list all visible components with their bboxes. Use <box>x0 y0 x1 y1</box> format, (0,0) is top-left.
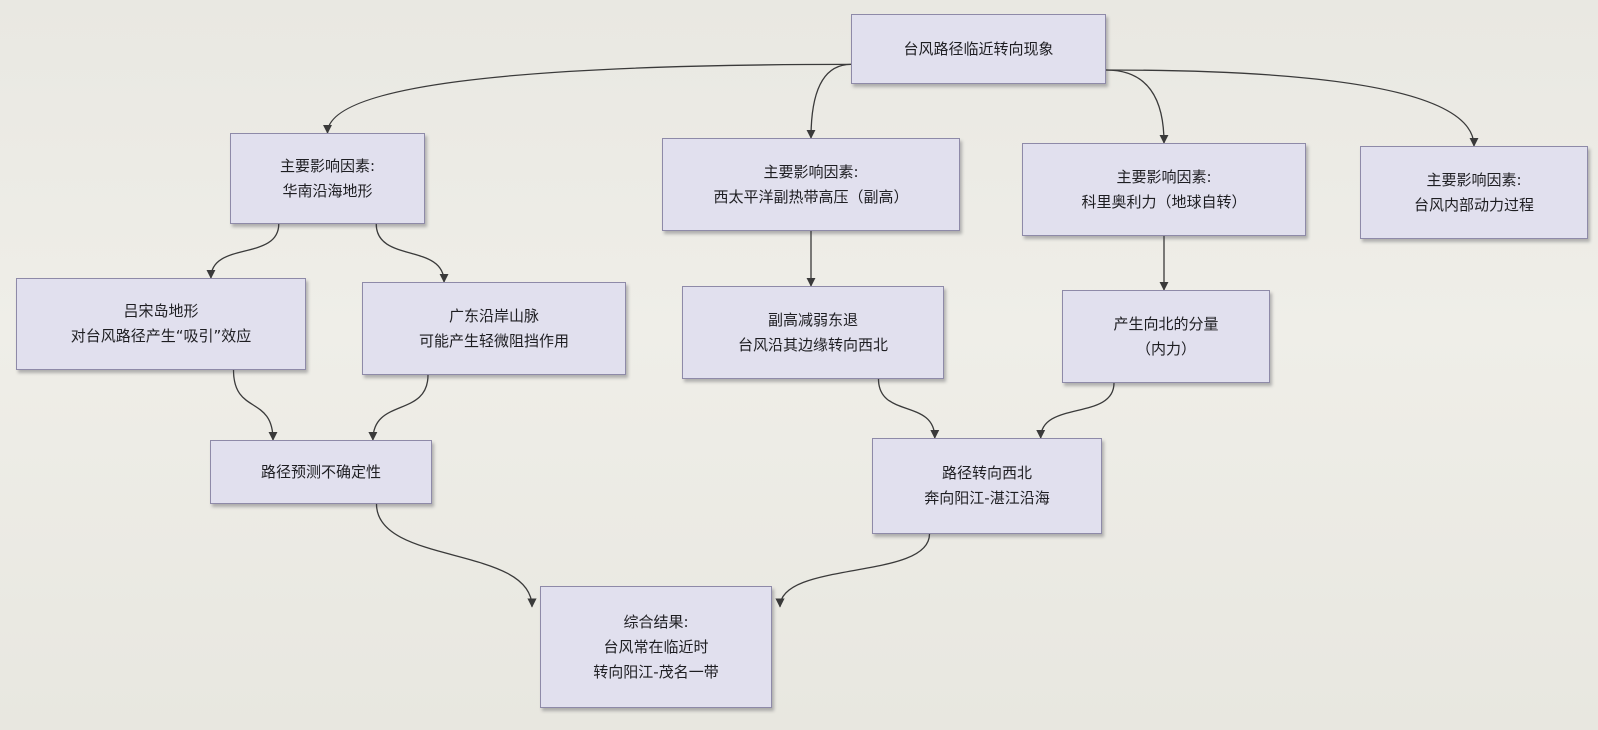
node-high-weakens-line-1: 副高减弱东退 <box>767 310 858 329</box>
edge-north-component-to-turn-northwest <box>1036 382 1115 439</box>
edge-root-to-subtropical-high <box>806 63 852 139</box>
node-terrain: 主要影响因素: 华南沿海地形 <box>230 133 425 224</box>
node-high-weakens: 副高减弱东退 台风沿其边缘转向西北 <box>682 286 944 379</box>
node-guangdong-line-1: 广东沿岸山脉 <box>448 306 539 325</box>
node-result-line-1: 综合结果: <box>623 612 689 631</box>
edge-turn-northwest-to-result <box>775 533 931 608</box>
edge-luzon-to-uncertainty <box>232 369 278 441</box>
edge-root-to-internal <box>1105 69 1479 147</box>
node-uncertainty-line-1: 路径预测不确定性 <box>260 462 381 481</box>
node-terrain-line-2: 华南沿海地形 <box>282 181 373 200</box>
node-subtropical-high-line-1: 主要影响因素: <box>763 162 859 181</box>
node-internal: 主要影响因素: 台风内部动力过程 <box>1360 146 1588 239</box>
node-turn-northwest: 路径转向西北 奔向阳江-湛江沿海 <box>872 438 1102 534</box>
node-turn-northwest-line-1: 路径转向西北 <box>941 464 1032 482</box>
edge-root-to-coriolis <box>1105 69 1169 144</box>
node-luzon-line-2: 对台风路径产生“吸引”效应 <box>70 327 252 345</box>
node-internal-line-2: 台风内部动力过程 <box>1413 195 1534 214</box>
node-coriolis-line-2: 科里奥利力（地球自转） <box>1081 192 1247 211</box>
node-root-line-1: 台风路径临近转向现象 <box>903 39 1054 58</box>
node-luzon: 吕宋岛地形 对台风路径产生“吸引”效应 <box>16 278 306 370</box>
node-north-component-line-1: 产生向北的分量 <box>1113 314 1219 333</box>
node-result-line-2: 台风常在临近时 <box>603 637 709 656</box>
node-guangdong: 广东沿岸山脉 可能产生轻微阻挡作用 <box>362 282 626 375</box>
edge-high-weakens-to-turn-northwest <box>877 378 940 439</box>
node-high-weakens-line-2: 台风沿其边缘转向西北 <box>737 335 888 354</box>
edge-uncertainty-to-result <box>375 503 537 608</box>
node-subtropical-high-line-2: 西太平洋副热带高压（副高） <box>713 187 909 206</box>
node-coriolis: 主要影响因素: 科里奥利力（地球自转） <box>1022 143 1306 236</box>
node-north-component-line-2: （内力） <box>1135 339 1196 358</box>
node-coriolis-line-1: 主要影响因素: <box>1116 167 1212 186</box>
node-root: 台风路径临近转向现象 <box>851 14 1106 84</box>
node-subtropical-high: 主要影响因素: 西太平洋副热带高压（副高） <box>662 138 960 231</box>
node-turn-northwest-line-2: 奔向阳江-湛江沿海 <box>924 489 1050 507</box>
edge-terrain-to-guangdong <box>375 223 449 283</box>
edge-terrain-to-luzon <box>206 223 280 279</box>
node-north-component: 产生向北的分量 （内力） <box>1062 290 1270 383</box>
edge-root-to-terrain <box>322 63 852 134</box>
node-terrain-line-1: 主要影响因素: <box>279 156 376 175</box>
node-luzon-line-1: 吕宋岛地形 <box>123 302 199 320</box>
node-guangdong-line-2: 可能产生轻微阻挡作用 <box>418 331 569 350</box>
node-result-line-3: 转向阳江-茂名一带 <box>593 662 719 681</box>
node-internal-line-1: 主要影响因素: <box>1426 170 1522 189</box>
node-uncertainty: 路径预测不确定性 <box>210 440 432 504</box>
node-result: 综合结果: 台风常在临近时 转向阳江-茂名一带 <box>540 586 772 708</box>
edge-guangdong-to-uncertainty <box>368 374 429 441</box>
